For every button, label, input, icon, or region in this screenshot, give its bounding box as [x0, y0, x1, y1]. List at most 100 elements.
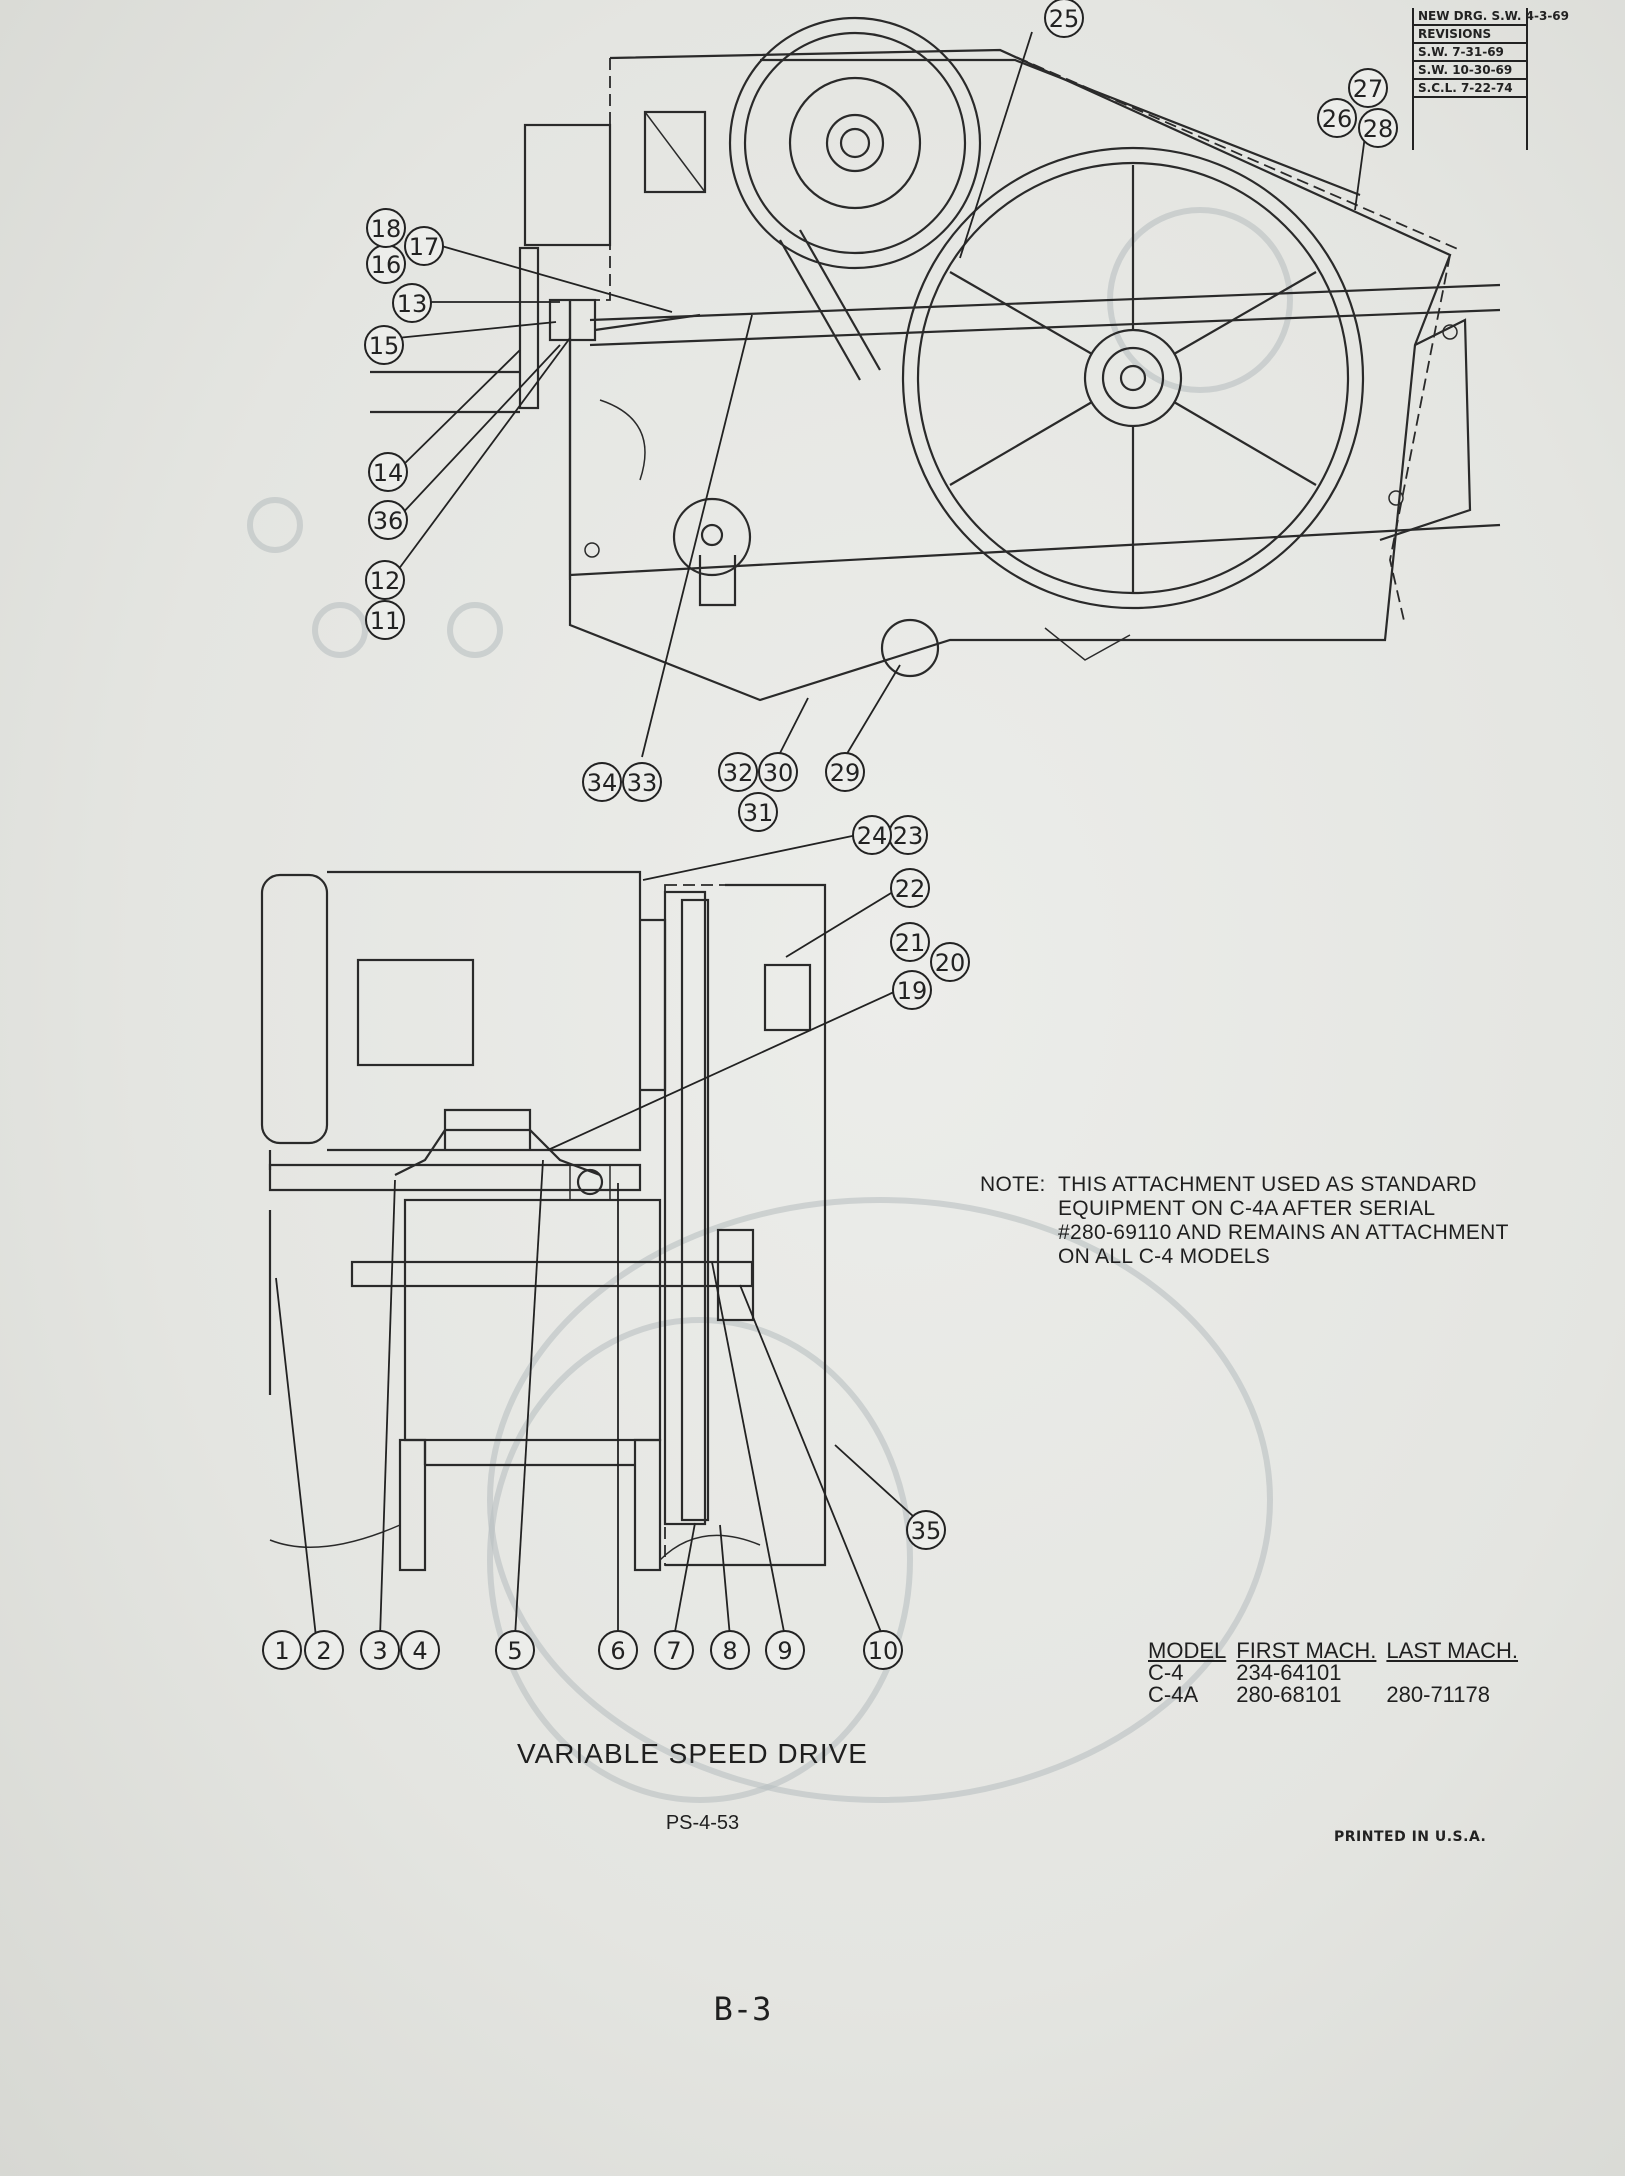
attachment-note: NOTE: THIS ATTACHMENT USED AS STANDARD E…: [980, 1173, 1540, 1269]
model-serial-table: MODEL FIRST MACH. LAST MACH. C-4 234-641…: [1148, 1640, 1528, 1706]
callout-number: 28: [1363, 115, 1394, 143]
callout-number: 36: [373, 507, 404, 535]
table-row: C-4A 280-68101 280-71178: [1148, 1684, 1528, 1706]
callout-circle: [392, 283, 432, 323]
revision-entry: S.C.L. 7-22-74: [1414, 80, 1526, 98]
callout-number: 25: [1049, 5, 1080, 33]
callout-circle: [890, 868, 930, 908]
column-header-last: LAST MACH.: [1386, 1638, 1519, 1663]
callout-circle: [738, 792, 778, 832]
callout-23: 23: [888, 815, 928, 855]
callout-number: 16: [371, 251, 402, 279]
last-mach-cell: [1386, 1662, 1528, 1684]
callout-25: 25: [1044, 0, 1084, 38]
callout-number: 21: [895, 929, 926, 957]
callout-15: 15: [364, 325, 404, 365]
callout-circle: [622, 762, 662, 802]
callout-circle: [765, 1630, 805, 1670]
callout-circle: [404, 226, 444, 266]
callout-circle: [400, 1630, 440, 1670]
callout-circle: [825, 752, 865, 792]
callout-number: 35: [911, 1517, 942, 1545]
revision-header: REVISIONS: [1414, 26, 1526, 44]
column-header-model: MODEL: [1148, 1638, 1227, 1663]
callout-2: 2: [304, 1630, 344, 1670]
bleed-through: [247, 207, 1293, 1803]
callout-number: 10: [868, 1637, 899, 1665]
callout-circle: [365, 600, 405, 640]
callout-number: 20: [935, 949, 966, 977]
table-row: C-4 234-64101: [1148, 1662, 1528, 1684]
lower-assembly-view: [260, 870, 827, 1572]
callout-4: 4: [400, 1630, 440, 1670]
callout-number: 12: [370, 567, 401, 595]
callout-circle: [1358, 108, 1398, 148]
callout-number: 26: [1322, 105, 1353, 133]
callout-16: 16: [366, 244, 406, 284]
callout-number: 34: [587, 769, 618, 797]
callout-10: 10: [863, 1630, 903, 1670]
drawing-title: VARIABLE SPEED DRIVE: [517, 1738, 868, 1769]
callout-number: 22: [895, 875, 926, 903]
model-cell: C-4A: [1148, 1682, 1199, 1707]
revision-entry: S.W. 10-30-69: [1414, 62, 1526, 80]
callout-circle: [1317, 98, 1357, 138]
callout-number: 1: [274, 1637, 289, 1665]
callout-24: 24: [852, 815, 892, 855]
callout-12: 12: [365, 560, 405, 600]
callout-circle: [758, 752, 798, 792]
callout-number: 6: [610, 1637, 625, 1665]
first-mach-cell: 280-68101: [1236, 1682, 1342, 1707]
callout-circle: [360, 1630, 400, 1670]
drawing-number: PS-4-53: [665, 1812, 740, 1834]
callout-36: 36: [368, 500, 408, 540]
callout-number: 7: [666, 1637, 681, 1665]
callout-31: 31: [738, 792, 778, 832]
callout-circle: [582, 762, 622, 802]
callout-14: 14: [368, 452, 408, 492]
callout-circle: [365, 560, 405, 600]
callout-number: 31: [743, 799, 774, 827]
callout-18: 18: [366, 208, 406, 248]
callout-circle: [890, 922, 930, 962]
callout-number: 14: [373, 459, 404, 487]
callout-number: 13: [397, 290, 428, 318]
callout-circle: [366, 208, 406, 248]
note-line: #280-69110 AND REMAINS AN ATTACHMENT: [1058, 1221, 1509, 1244]
callout-circle: [718, 752, 758, 792]
callout-19: 19: [892, 970, 932, 1010]
revision-block: NEW DRG. S.W. 4-3-69 REVISIONS S.W. 7-31…: [1412, 8, 1569, 150]
callout-number: 18: [371, 215, 402, 243]
callout-28: 28: [1358, 108, 1398, 148]
callout-29: 29: [825, 752, 865, 792]
callout-number: 30: [763, 759, 794, 787]
callout-circle: [304, 1630, 344, 1670]
callout-circle: [654, 1630, 694, 1670]
callout-number: 19: [897, 977, 928, 1005]
callout-3: 3: [360, 1630, 400, 1670]
model-cell: C-4: [1148, 1660, 1184, 1685]
note-line: THIS ATTACHMENT USED AS STANDARD: [1058, 1173, 1477, 1196]
callout-number: 33: [627, 769, 658, 797]
callout-number: 9: [777, 1637, 792, 1665]
callout-33: 33: [622, 762, 662, 802]
revision-entry: NEW DRG. S.W. 4-3-69: [1414, 8, 1569, 26]
callout-circle: [710, 1630, 750, 1670]
callout-26: 26: [1317, 98, 1357, 138]
first-mach-cell: 234-64101: [1236, 1660, 1342, 1685]
callout-11: 11: [365, 600, 405, 640]
callout-number: 11: [370, 607, 401, 635]
callout-number: 4: [412, 1637, 427, 1665]
callout-circle: [1348, 68, 1388, 108]
callout-number: 29: [830, 759, 861, 787]
callout-7: 7: [654, 1630, 694, 1670]
last-mach-cell: 280-71178: [1386, 1682, 1490, 1707]
callout-number: 8: [722, 1637, 737, 1665]
printed-notice: PRINTED IN U.S.A.: [1334, 1829, 1487, 1845]
callout-35: 35: [906, 1510, 946, 1550]
callout-circle: [863, 1630, 903, 1670]
callout-circle: [906, 1510, 946, 1550]
note-label: NOTE:: [980, 1173, 1046, 1196]
